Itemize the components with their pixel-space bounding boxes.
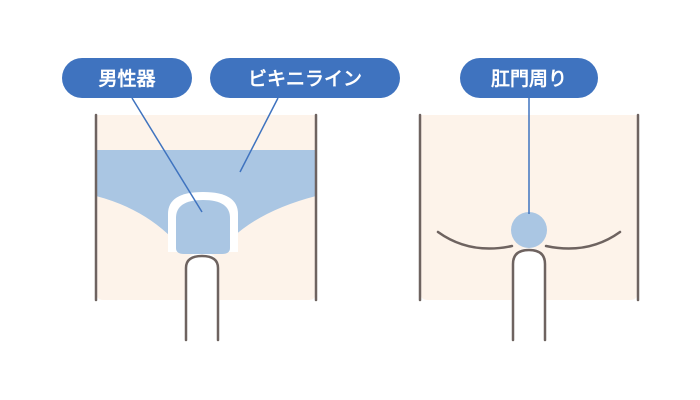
front-leg-gap [186,252,218,340]
label-anal-area: 肛門周り [460,58,598,98]
label-genitals-text: 男性器 [98,67,156,90]
front-view [94,113,318,342]
leader-line-genitals [131,97,203,213]
back-anal-area [511,212,547,248]
label-bikini-line: ビキニライン [210,58,400,98]
back-right-buttock-line [544,230,622,250]
label-anal-area-pill [460,58,598,98]
leader-line-bikini-line [239,97,279,173]
back-leg-gap [513,248,545,340]
label-genitals-pill [62,58,192,98]
label-genitals: 男性器 [62,58,192,98]
label-bikini-line-pill [210,58,400,98]
label-bikini-line-text: ビキニライン [248,68,362,90]
back-left-buttock-line [436,230,514,250]
label-anal-area-text: 肛門周り [491,68,567,90]
back-inner-leg-outline [511,248,547,342]
front-genital-area [176,200,230,254]
front-inner-leg-outline [184,254,220,342]
